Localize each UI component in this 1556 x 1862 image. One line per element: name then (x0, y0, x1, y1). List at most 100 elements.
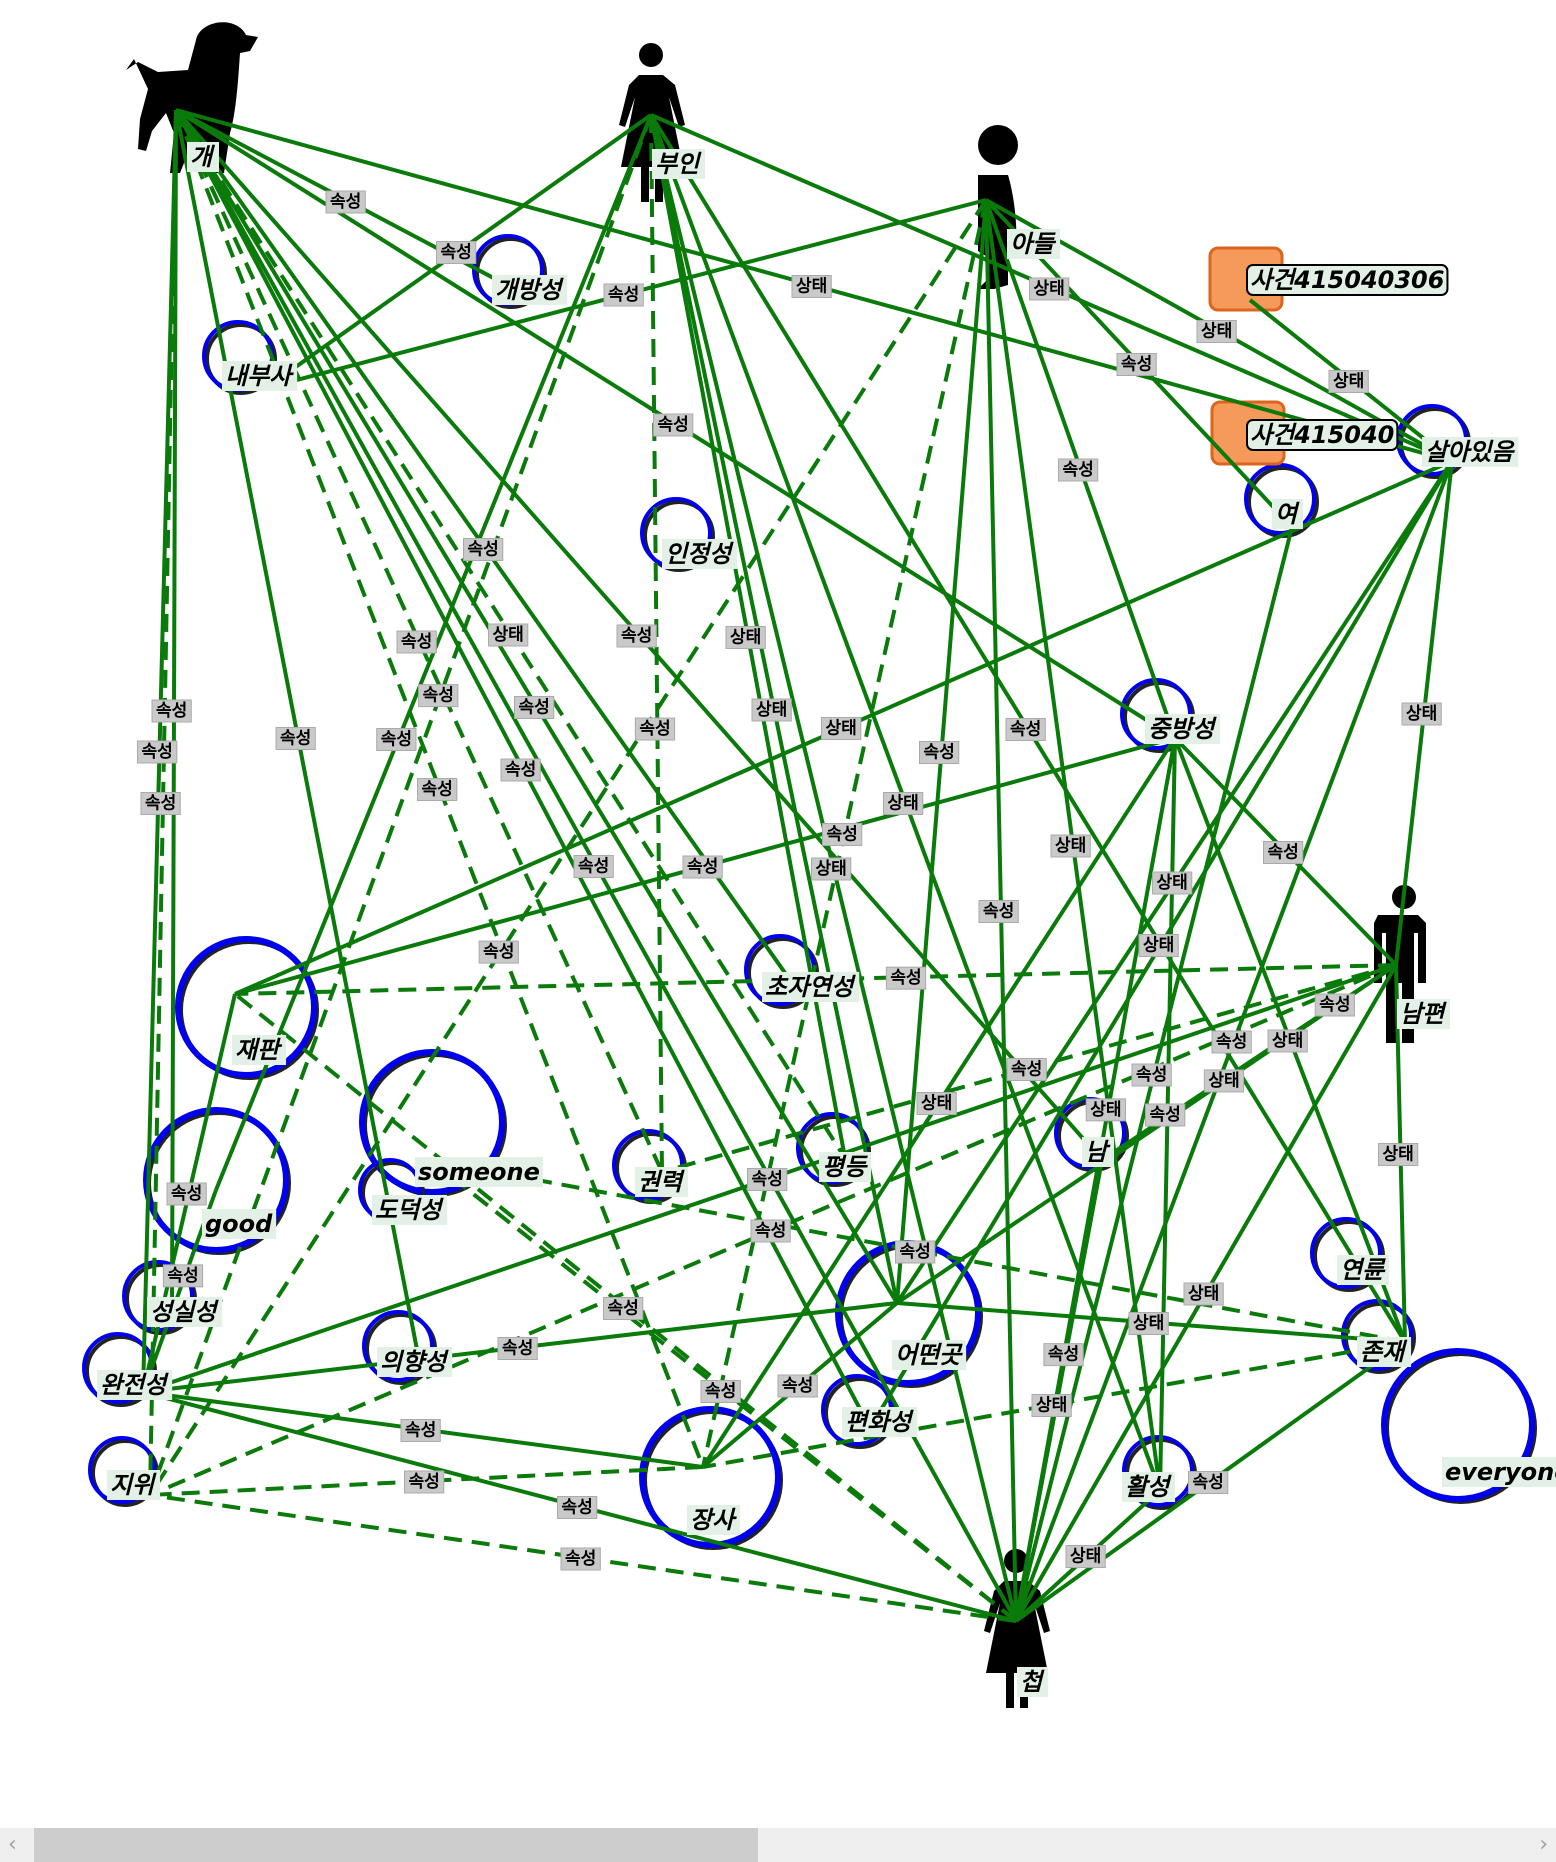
node-label: 편화성 (845, 1408, 914, 1436)
edge-label: 속성 (1268, 843, 1299, 863)
edge-label: 속성 (705, 1382, 736, 1402)
edge-label: 상태 (1070, 1547, 1101, 1567)
node-label-background (819, 1152, 872, 1182)
node-label: 초자연성 (765, 973, 856, 1001)
node-label: 완전성 (100, 1371, 169, 1399)
edge-label: 상태 (730, 628, 761, 648)
edge-label: 속성 (565, 1549, 596, 1569)
node-label: 성실성 (150, 1298, 219, 1326)
edge-label-background (700, 1380, 741, 1403)
edge-label-background (1401, 702, 1442, 726)
edge-label-background (140, 792, 181, 815)
edge-label-background (603, 1297, 644, 1320)
concept-node-good[interactable] (143, 1107, 289, 1253)
edge-label-background (978, 900, 1019, 923)
edge-label: 속성 (1216, 1032, 1247, 1052)
concept-node-trade[interactable] (639, 1406, 781, 1548)
edge-label: 속성 (422, 780, 453, 800)
edge-label-background (1085, 1098, 1127, 1122)
node-label: 살아있음 (1425, 438, 1515, 466)
node-label-background (107, 1470, 161, 1500)
edge-label-background (325, 190, 366, 214)
concept-node-someone[interactable] (359, 1049, 505, 1195)
edge-exist-someone[interactable] (429, 1158, 1406, 1344)
edge-label-background (396, 630, 437, 654)
edge-label: 속성 (1319, 995, 1350, 1015)
node-label: 활성 (1125, 1473, 1172, 1501)
edge-label: 상태 (493, 625, 524, 645)
edge-exist-trade[interactable] (702, 1340, 1406, 1469)
edge-label: 상태 (1143, 936, 1174, 956)
edge-label: 상태 (1133, 1314, 1164, 1334)
edge-dog-status[interactable] (148, 109, 178, 1496)
edge-label: 속성 (405, 1421, 436, 1441)
edge-label-background (436, 241, 477, 264)
edge-label: 속성 (1011, 1060, 1042, 1080)
edge-label-background (1050, 834, 1091, 858)
edge-label: 상태 (888, 794, 919, 814)
node-label: 내부사 (225, 362, 294, 390)
node-label-background (377, 1347, 453, 1377)
node-label: good (205, 1210, 273, 1238)
edge-label-background (1131, 1063, 1172, 1087)
edge-wife-power[interactable] (649, 114, 664, 1173)
node-label-background (492, 275, 568, 305)
edge-label: 속성 (505, 760, 536, 780)
node-label-background (222, 361, 298, 391)
node-label: 첩 (1020, 1668, 1045, 1696)
concept-node-everyone[interactable] (1381, 1348, 1535, 1502)
edge-label-background (1043, 1343, 1084, 1367)
edge-label: 상태 (816, 859, 847, 879)
node-label-background (1422, 437, 1519, 467)
edge-husband-trial[interactable] (234, 963, 1397, 996)
edge-label-background (885, 966, 927, 990)
edge-label-background (821, 717, 862, 740)
woman-icon[interactable] (619, 43, 685, 202)
node-label-background (1337, 1255, 1390, 1285)
edge-concubine-nam[interactable] (1014, 1159, 1104, 1622)
concept-circle-shadow (799, 1115, 871, 1187)
node-label: everyone (1445, 1458, 1556, 1486)
concept-node-age[interactable] (1310, 1217, 1382, 1289)
edge-trade-status[interactable] (149, 1465, 704, 1497)
scroll-right-arrow-icon[interactable]: › (1539, 1832, 1548, 1857)
scroll-left-arrow-icon[interactable]: ‹ (8, 1832, 17, 1857)
node-label: someone (418, 1158, 540, 1186)
node-label-background (1246, 419, 1399, 451)
edge-label-background (463, 538, 504, 561)
edge-wife-status[interactable] (148, 114, 653, 1496)
node-label-background (1082, 1137, 1114, 1167)
edge-label-background (1314, 993, 1355, 1017)
edge-label: 속성 (468, 540, 499, 560)
edge-label: 속성 (423, 686, 454, 706)
edge-label: 속성 (639, 719, 670, 739)
edge-label-background (488, 623, 529, 647)
concept-node-intent[interactable] (362, 1310, 434, 1382)
edge-label-background (418, 684, 459, 708)
edge-label: 속성 (755, 1221, 786, 1241)
edge-label-background (1029, 277, 1070, 301)
edge-label-background (777, 1374, 818, 1398)
concept-node-yeo[interactable] (1244, 463, 1316, 535)
edge-label-background (275, 727, 316, 750)
edge-label: 속성 (145, 794, 176, 814)
node-label: 남편 (1400, 1000, 1447, 1028)
edge-label: 속성 (1136, 1065, 1167, 1085)
edge-label-background (895, 1240, 936, 1264)
concept-node-exist[interactable] (1341, 1299, 1413, 1371)
edge-label-background (573, 855, 614, 878)
concept-node-trial[interactable] (175, 936, 317, 1078)
horizontal-scrollbar[interactable]: ‹ › (0, 1828, 1556, 1862)
edge-label-background (1031, 1394, 1072, 1417)
edge-label-background (916, 1092, 957, 1115)
node-label: 존재 (1360, 1338, 1408, 1366)
edge-label-background (151, 699, 192, 723)
node-label-background (97, 1370, 173, 1400)
node-label: 사건415040 (1250, 421, 1394, 449)
node-label-background (1442, 1457, 1556, 1487)
edge-dog-trade[interactable] (174, 109, 705, 1468)
edge-label: 속성 (156, 701, 187, 721)
scrollbar-thumb[interactable] (34, 1828, 758, 1862)
edge-label: 속성 (1048, 1345, 1079, 1365)
